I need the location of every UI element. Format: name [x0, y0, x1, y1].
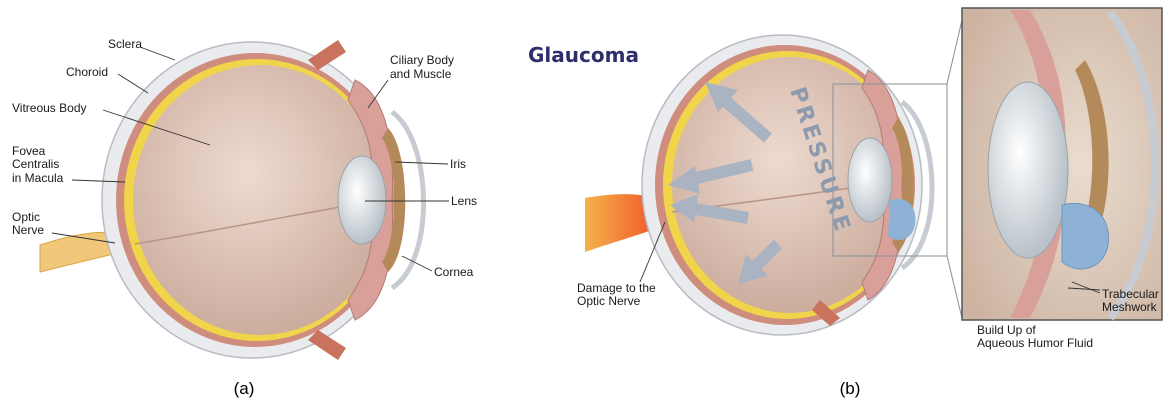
lens-a — [338, 156, 386, 244]
label-trabecular-line1: Trabecular — [1102, 287, 1159, 301]
label-trabecular-line2: Meshwork — [1102, 300, 1158, 314]
panel-a-eye — [40, 40, 424, 360]
label-ciliary-line2: and Muscle — [390, 67, 452, 81]
glaucoma-title: Glaucoma — [528, 43, 639, 67]
label-ciliary-line1: Ciliary Body — [390, 53, 454, 67]
label-choroid: Choroid — [66, 65, 108, 79]
label-sclera: Sclera — [108, 37, 142, 51]
label-cornea: Cornea — [434, 265, 474, 279]
label-iris: Iris — [450, 157, 466, 171]
label-vitreous-body: Vitreous Body — [12, 101, 87, 115]
label-optic-line2: Nerve — [12, 223, 44, 237]
label-buildup-line1: Build Up of — [977, 323, 1036, 337]
caption-a: (a) — [234, 379, 255, 398]
label-buildup-line2: Aqueous Humor Fluid — [977, 336, 1093, 350]
label-fovea-line2: Centralis — [12, 157, 59, 171]
zoom-inset — [962, 8, 1162, 320]
label-fovea-line3: in Macula — [12, 171, 64, 185]
label-damage-line1: Damage to the — [577, 281, 656, 295]
caption-b: (b) — [840, 379, 861, 398]
label-optic-line1: Optic — [12, 210, 40, 224]
label-fovea-line1: Fovea — [12, 144, 46, 158]
label-damage-line2: Optic Nerve — [577, 294, 641, 308]
zoom-lens — [988, 82, 1068, 258]
lens-b — [848, 138, 892, 222]
label-lens: Lens — [451, 194, 477, 208]
